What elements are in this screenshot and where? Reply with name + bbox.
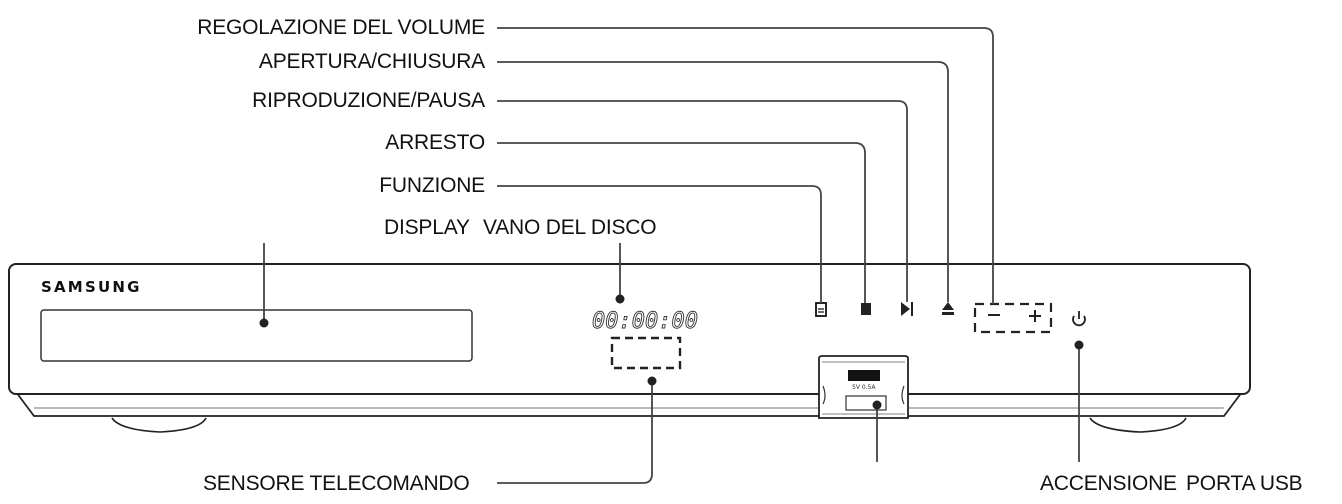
label-display: DISPLAY (384, 216, 470, 239)
label-stop: ARRESTO (385, 131, 485, 154)
label-play-pause: RIPRODUZIONE/PAUSA (252, 89, 485, 112)
stop-icon (861, 303, 871, 315)
brand-logo: SAMSUNG (41, 278, 142, 296)
label-disc-tray: VANO DEL DISCO (483, 216, 657, 239)
label-open-close: APERTURA/CHIUSURA (258, 50, 485, 73)
usb-port[interactable]: 5V 0.5A (818, 355, 909, 419)
eject-button[interactable] (942, 302, 954, 315)
eject-icon (942, 302, 954, 310)
disc-tray (40, 309, 473, 362)
play-pause-leader (497, 100, 908, 302)
volume-control-frame (973, 302, 1053, 334)
remote-sensor-window (610, 336, 682, 370)
volume-up-button[interactable] (1029, 310, 1041, 322)
label-function: FUNZIONE (379, 174, 485, 197)
play-pause-button[interactable] (901, 302, 913, 316)
open-close-leader (497, 61, 949, 302)
plus-icon (1029, 310, 1041, 322)
remote-sensor-leader (497, 381, 653, 484)
label-volume: REGOLAZIONE DEL VOLUME (197, 16, 485, 39)
power-button[interactable] (1072, 311, 1086, 327)
function-leader (497, 185, 822, 303)
left-foot (111, 417, 207, 433)
label-usb-port: PORTA USB (1186, 472, 1303, 495)
play-pause-icon (901, 302, 910, 316)
device-base (15, 391, 1243, 417)
leader-dots (259, 294, 1084, 410)
display-readout: 00:00:00 (592, 309, 698, 334)
volume-leader (497, 27, 994, 304)
power-icon (1072, 315, 1086, 327)
usb-socket (848, 370, 880, 381)
label-remote-sensor: SENSORE TELECOMANDO (203, 472, 470, 495)
stop-leader (497, 142, 866, 303)
leader-lines (263, 27, 1080, 484)
usb-rating: 5V 0.5A (852, 384, 876, 391)
label-power: ACCENSIONE (1040, 472, 1177, 495)
right-foot (1089, 417, 1187, 433)
stop-button[interactable] (861, 303, 871, 315)
